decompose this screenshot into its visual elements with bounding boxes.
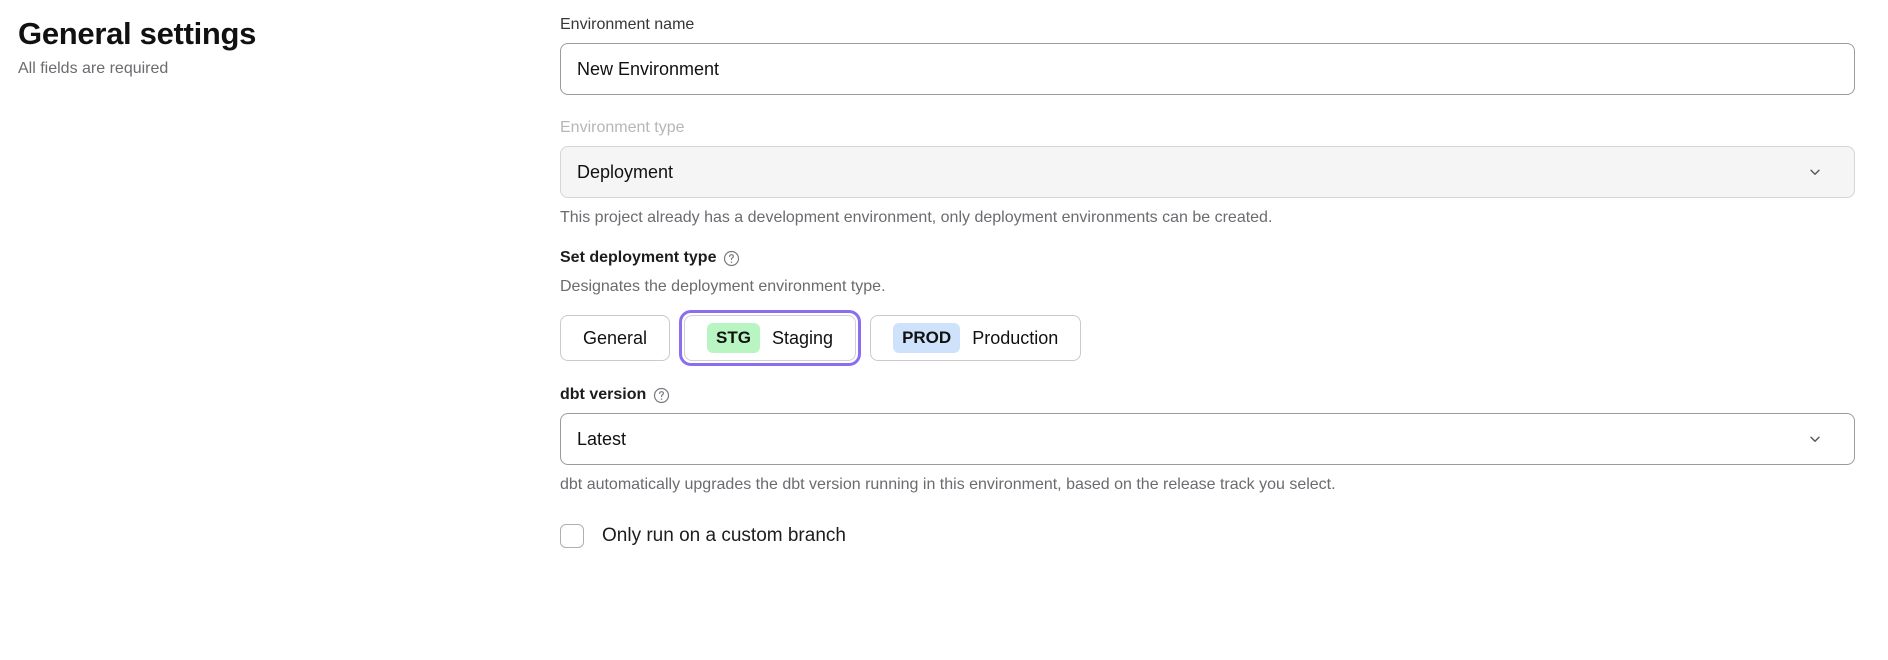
environment-name-input[interactable]: New Environment [560,43,1855,95]
environment-type-value: Deployment [577,161,674,182]
deployment-type-option-staging-focus-ring: STG Staging [679,310,862,366]
page-title: General settings [18,16,257,51]
environment-name-label: Environment name [560,16,695,33]
page-header-column: General settings All fields are required [0,0,560,80]
settings-form-column: Environment name New Environment Environ… [560,0,1888,548]
environment-type-help-text: This project already has a development e… [560,209,1273,226]
deployment-type-label: Set deployment type [560,249,717,266]
deployment-type-label-row: Set deployment type [560,247,1855,269]
page-subtitle: All fields are required [18,60,169,77]
question-circle-icon[interactable] [723,250,740,267]
deployment-type-option-general-label: General [583,327,648,348]
deployment-type-options: General STG Staging PROD Production [560,310,1855,366]
deployment-type-option-staging-label: Staging [772,327,834,348]
custom-branch-label: Only run on a custom branch [602,525,846,546]
custom-branch-row[interactable]: Only run on a custom branch [560,524,1855,548]
deployment-type-option-staging[interactable]: STG Staging [684,315,857,361]
dbt-version-select[interactable]: Latest [560,413,1855,465]
deployment-type-option-production[interactable]: PROD Production [870,315,1082,361]
dbt-version-label-row: dbt version [560,384,1855,406]
environment-type-field: Environment type Deployment This project… [560,117,1855,229]
environment-name-value: New Environment [577,59,720,79]
deployment-type-option-production-label: Production [972,327,1059,348]
chevron-down-icon [1808,165,1822,179]
dbt-version-value: Latest [577,428,627,449]
environment-name-field: Environment name New Environment [560,14,1855,95]
question-circle-icon[interactable] [653,387,670,404]
environment-type-label: Environment type [560,119,685,136]
dbt-version-help-text: dbt automatically upgrades the dbt versi… [560,476,1336,493]
deployment-type-description: Designates the deployment environment ty… [560,278,886,295]
custom-branch-checkbox[interactable] [560,524,584,548]
production-badge: PROD [893,323,961,353]
environment-type-select[interactable]: Deployment [560,146,1855,198]
deployment-type-option-general[interactable]: General [560,315,671,361]
dbt-version-field: dbt version Latest dbt automatica [560,384,1855,496]
dbt-version-label: dbt version [560,386,647,403]
chevron-down-icon [1808,432,1822,446]
staging-badge: STG [707,323,760,353]
deployment-type-field: Set deployment type Designates the deplo… [560,247,1855,366]
